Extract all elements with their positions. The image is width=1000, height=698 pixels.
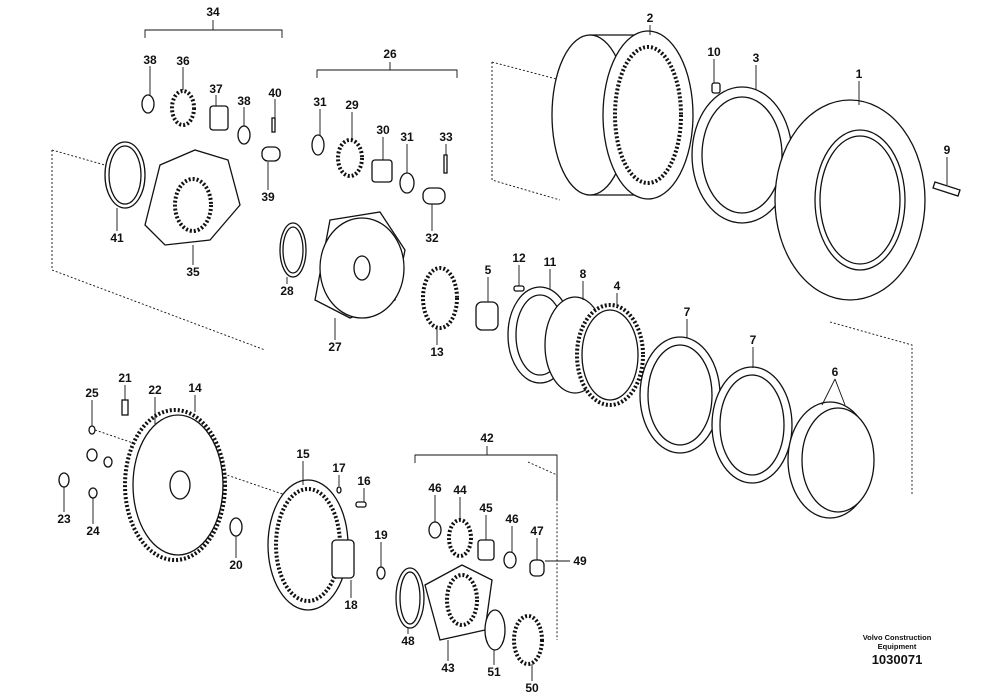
callout-36: 36 bbox=[176, 54, 190, 68]
callout-47: 47 bbox=[530, 524, 544, 538]
callout-3: 3 bbox=[753, 51, 760, 65]
callout-22: 22 bbox=[148, 383, 162, 397]
callout-7b: 7 bbox=[750, 333, 757, 347]
callout-28: 28 bbox=[280, 284, 294, 298]
callout-12: 12 bbox=[512, 251, 526, 265]
callout-26: 26 bbox=[383, 47, 397, 61]
callout-2: 2 bbox=[647, 11, 654, 25]
callout-15: 15 bbox=[296, 447, 310, 461]
callout-11: 11 bbox=[544, 255, 557, 269]
drawing-number: 1030071 bbox=[871, 652, 923, 667]
brand-line-1: Volvo Construction bbox=[862, 633, 932, 642]
callout-4: 4 bbox=[614, 279, 621, 293]
callout-21: 21 bbox=[118, 371, 132, 385]
callout-17: 17 bbox=[332, 461, 346, 475]
callout-9: 9 bbox=[944, 143, 951, 157]
callout-14: 14 bbox=[188, 381, 202, 395]
callout-31: 31 bbox=[313, 95, 327, 109]
callout-37: 37 bbox=[209, 82, 223, 96]
ring-gear-housing-2 bbox=[551, 30, 694, 200]
callout-44: 44 bbox=[453, 483, 467, 497]
callout-34: 34 bbox=[206, 5, 220, 19]
callout-18: 18 bbox=[344, 598, 358, 612]
callout-39: 39 bbox=[261, 190, 275, 204]
callout-38b: 38 bbox=[237, 94, 251, 108]
callout-49: 49 bbox=[573, 554, 587, 568]
callout-5: 5 bbox=[485, 263, 492, 277]
callout-7: 7 bbox=[684, 305, 691, 319]
callout-8: 8 bbox=[580, 267, 587, 281]
callout-48: 48 bbox=[401, 634, 415, 648]
callout-23: 23 bbox=[57, 512, 71, 526]
callout-labels: 34 38 36 37 38 40 39 41 35 26 31 29 30 3… bbox=[57, 5, 950, 695]
callout-25: 25 bbox=[85, 386, 99, 400]
leader-lines bbox=[63, 25, 948, 681]
hub-14-parts bbox=[58, 399, 243, 562]
assembly-bracket-26 bbox=[316, 62, 458, 78]
callout-38: 38 bbox=[143, 53, 157, 67]
callout-19: 19 bbox=[374, 528, 388, 542]
callout-30: 30 bbox=[376, 123, 390, 137]
brand-caption: Volvo Construction Equipment bbox=[842, 633, 952, 651]
parts-12-11-8-4 bbox=[507, 285, 645, 407]
callout-13: 13 bbox=[430, 345, 444, 359]
callout-35: 35 bbox=[186, 265, 200, 279]
assembly-bracket-34 bbox=[144, 20, 283, 38]
callout-20: 20 bbox=[229, 558, 243, 572]
callout-16: 16 bbox=[357, 474, 371, 488]
brand-line-2: Equipment bbox=[877, 642, 917, 651]
callout-27: 27 bbox=[328, 340, 342, 354]
seals-7-6 bbox=[639, 336, 875, 519]
callout-24: 24 bbox=[86, 524, 100, 538]
callout-29: 29 bbox=[345, 98, 359, 112]
part-group-42 bbox=[395, 518, 545, 666]
callout-45: 45 bbox=[479, 501, 493, 515]
part-group-26 bbox=[279, 134, 499, 331]
callout-10: 10 bbox=[707, 45, 721, 59]
callout-31b: 31 bbox=[400, 130, 414, 144]
callout-46b: 46 bbox=[505, 512, 519, 526]
callout-6: 6 bbox=[832, 365, 839, 379]
assembly-bracket-42 bbox=[414, 446, 558, 500]
callout-40: 40 bbox=[268, 86, 282, 100]
part-group-34 bbox=[104, 89, 281, 246]
parts-10-3-1-9 bbox=[691, 82, 961, 301]
ring-gear-15-parts bbox=[267, 479, 386, 611]
callout-42: 42 bbox=[480, 431, 494, 445]
callout-32: 32 bbox=[425, 231, 439, 245]
callout-46: 46 bbox=[428, 481, 442, 495]
callout-33: 33 bbox=[439, 130, 453, 144]
callout-43: 43 bbox=[441, 661, 455, 675]
callout-1: 1 bbox=[856, 67, 863, 81]
callout-41: 41 bbox=[110, 231, 124, 245]
callout-50: 50 bbox=[525, 681, 539, 695]
callout-51: 51 bbox=[487, 665, 501, 679]
